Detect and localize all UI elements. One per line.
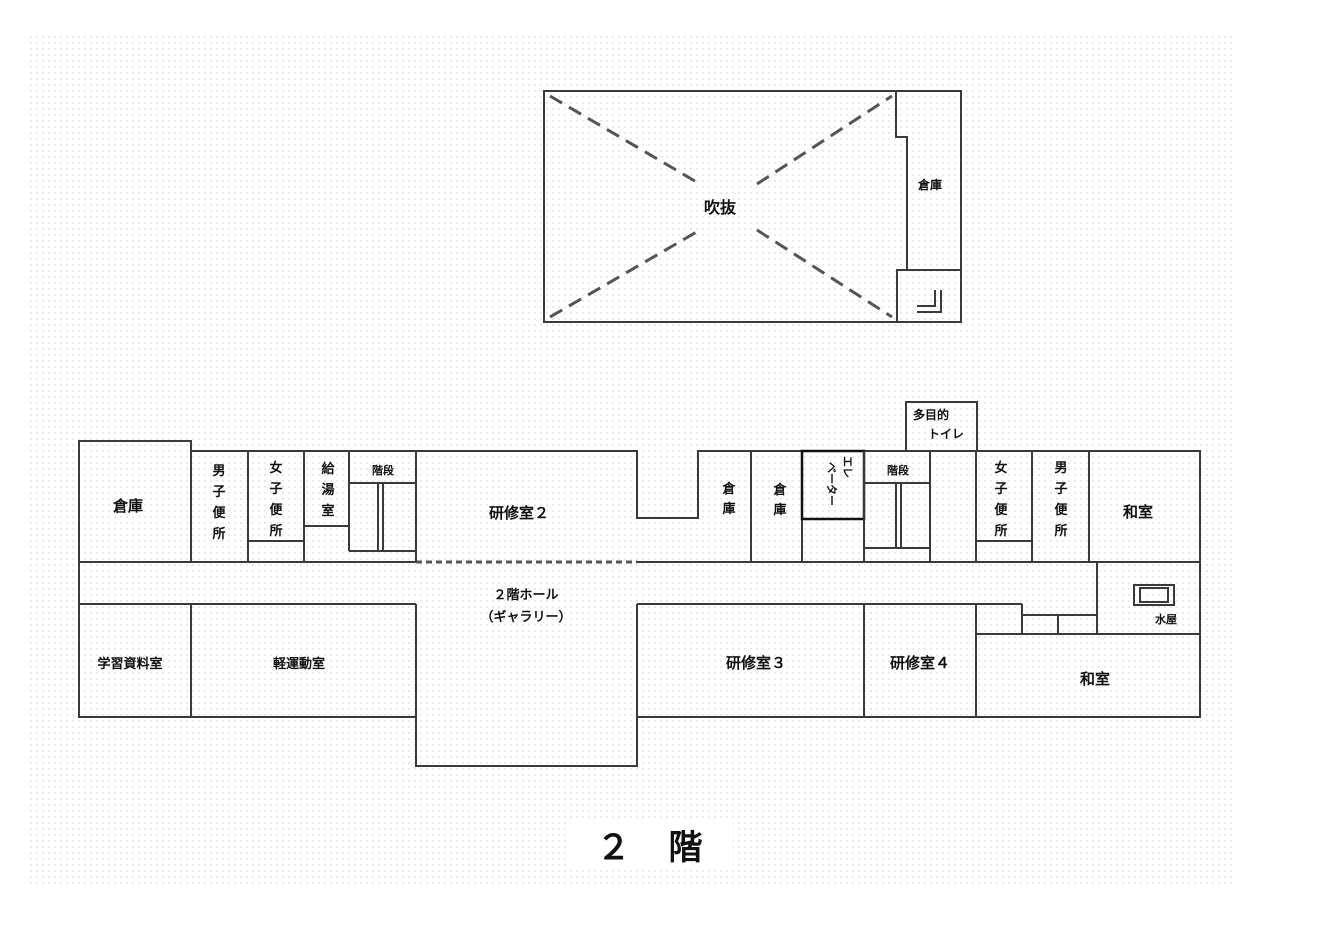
multipurpose-toilet-box xyxy=(905,401,978,452)
svg-text:子: 子 xyxy=(994,482,1007,497)
room-stairs-left: 階段 xyxy=(372,463,394,477)
svg-text:多目的: 多目的 xyxy=(913,407,949,422)
atrium-diagonal xyxy=(756,94,893,186)
room-womens-toilet-left: 女 子 便 所 xyxy=(269,460,283,539)
svg-text:室: 室 xyxy=(321,503,334,519)
room-training-2: 研修室２ xyxy=(489,504,549,522)
room-training-3: 研修室３ xyxy=(726,654,786,672)
room-elevator: エレ ベーター xyxy=(825,456,854,506)
svg-text:トイレ: トイレ xyxy=(928,427,964,441)
room-labels: 倉庫 男 子 便 所 女 子 便 所 給 湯 室 階段 研修室２ 倉 xyxy=(97,407,1177,688)
svg-text:所: 所 xyxy=(269,523,282,539)
svg-text:便: 便 xyxy=(269,502,283,518)
svg-text:女: 女 xyxy=(994,460,1007,476)
room-kitchenette: 給 湯 室 xyxy=(321,461,335,519)
svg-text:庫: 庫 xyxy=(773,502,786,518)
svg-text:所: 所 xyxy=(1054,523,1067,539)
svg-text:便: 便 xyxy=(994,502,1008,518)
svg-text:子: 子 xyxy=(212,485,225,500)
water-room-sink xyxy=(1133,584,1175,606)
atrium-diagonal xyxy=(549,94,701,186)
room-mens-toilet-left: 男 子 便 所 xyxy=(212,464,226,542)
svg-text:エレ: エレ xyxy=(841,456,854,478)
svg-text:倉: 倉 xyxy=(772,482,787,498)
svg-text:（ギャラリー）: （ギャラリー） xyxy=(480,609,571,625)
svg-text:便: 便 xyxy=(1054,502,1068,518)
room-multipurpose-toilet: 多目的 トイレ xyxy=(913,407,964,441)
floor-title: ２ 階 xyxy=(568,818,733,870)
atrium-diagonal xyxy=(756,228,893,319)
room-japanese-1: 和室 xyxy=(1123,503,1153,521)
svg-text:男: 男 xyxy=(212,464,225,479)
room-light-exercise: 軽運動室 xyxy=(273,656,325,672)
svg-text:所: 所 xyxy=(212,526,225,542)
room-japanese-2: 和室 xyxy=(1080,670,1110,688)
svg-text:給: 給 xyxy=(321,461,335,477)
svg-text:子: 子 xyxy=(1054,482,1067,497)
room-storage-mid-1: 倉 庫 xyxy=(721,481,736,517)
room-hall: ２階ホール （ギャラリー） xyxy=(480,587,571,625)
room-storage-mid-2: 倉 庫 xyxy=(772,482,787,518)
floor-outline xyxy=(78,440,1201,767)
svg-text:庫: 庫 xyxy=(722,501,735,517)
room-study-materials: 学習資料室 xyxy=(97,656,162,672)
svg-text:女: 女 xyxy=(269,460,282,476)
svg-text:湯: 湯 xyxy=(321,482,334,498)
svg-text:２階ホール: ２階ホール xyxy=(493,587,558,603)
svg-text:男: 男 xyxy=(1054,461,1067,476)
room-storage-left: 倉庫 xyxy=(112,497,143,515)
dotted-background xyxy=(30,34,1234,886)
room-stairs-right: 階段 xyxy=(887,463,909,477)
svg-text:所: 所 xyxy=(994,523,1007,539)
room-water-room: 水屋 xyxy=(1155,612,1177,626)
svg-text:子: 子 xyxy=(269,482,282,497)
room-training-4: 研修室４ xyxy=(890,654,950,672)
main-floor xyxy=(78,401,1201,767)
svg-text:ベーター: ベーター xyxy=(825,462,838,506)
svg-text:便: 便 xyxy=(212,505,226,521)
room-atrium: 吹抜 xyxy=(704,198,737,217)
atrium-block: 吹抜 倉庫 xyxy=(543,90,962,323)
room-mens-toilet-right: 男 子 便 所 xyxy=(1054,461,1068,539)
atrium-diagonal xyxy=(549,228,701,319)
room-storage-top: 倉庫 xyxy=(917,177,942,192)
svg-text:倉: 倉 xyxy=(721,481,736,497)
room-womens-toilet-right: 女 子 便 所 xyxy=(994,460,1008,539)
